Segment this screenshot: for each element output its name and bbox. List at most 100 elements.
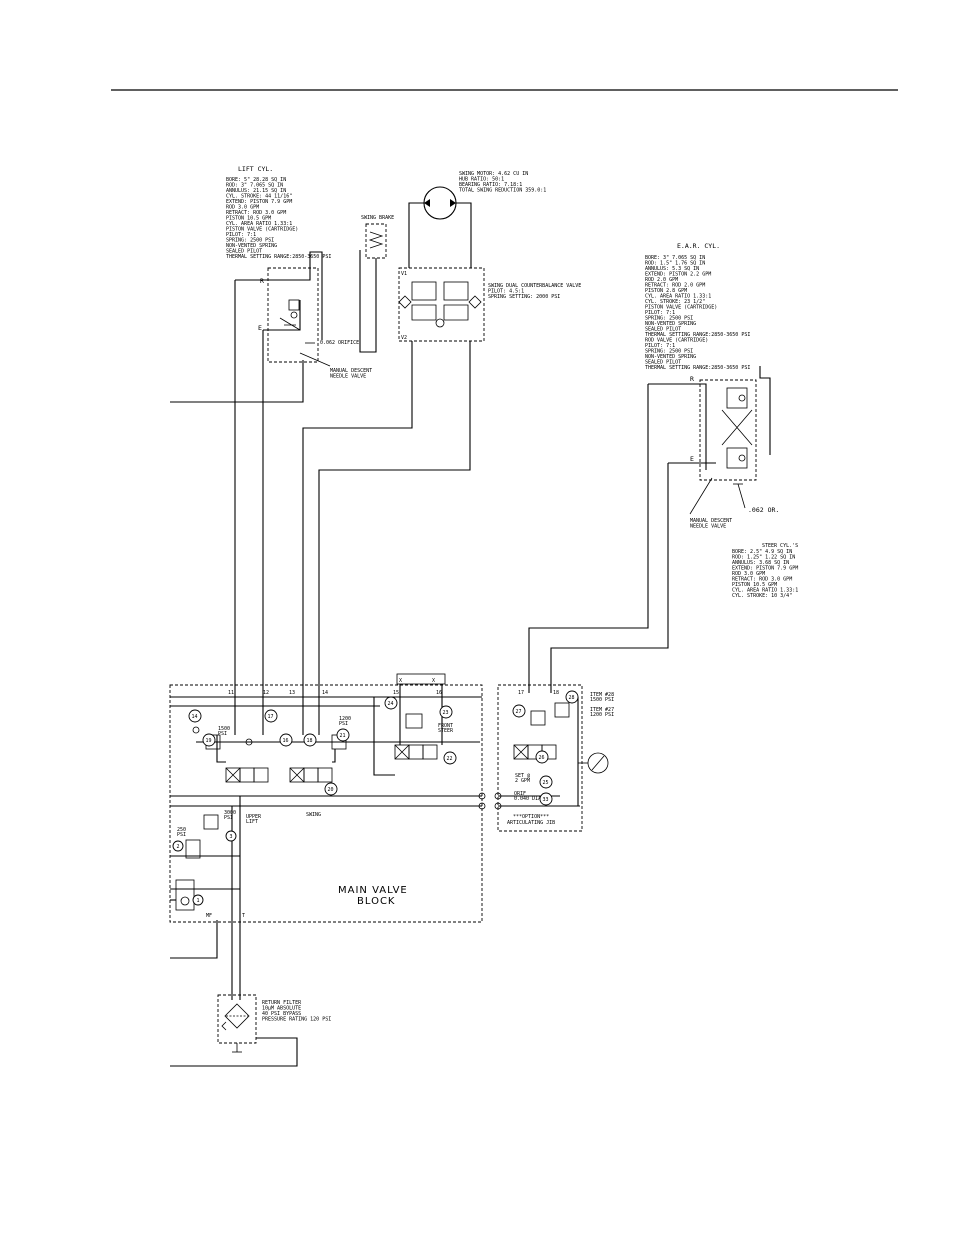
jib-relief-27 [530, 710, 546, 726]
return-filter-group: RETURN FILTER 10μM ABSOLUTE 40 PSI BYPAS… [170, 994, 331, 1067]
front-steer-spool-b [408, 744, 424, 760]
upper-lift-label: UPPER [246, 814, 262, 820]
lift-port-e: E [258, 324, 262, 332]
ear-spec-line: CYL. AREA RATIO 1.33:1 [645, 294, 711, 300]
swing-spool-cross [289, 767, 305, 783]
ear-spec-line: ROD: 1.5" 1.76 SQ IN [645, 261, 705, 267]
psi-250-unit: PSI [177, 832, 186, 838]
ear-holding-valve-box [699, 379, 757, 481]
callout-23: 23 [443, 710, 449, 716]
jib-spool-cross [513, 744, 529, 760]
front-steer-spool-c [422, 744, 438, 760]
steer-spec-line: EXTEND: PISTON 7.9 GPM [732, 566, 798, 572]
main-valve-block-boundary [169, 684, 483, 923]
swing-cb-spec-line: PILOT: 4.5:1 [488, 289, 524, 295]
steer-spec-line: ROD: 1.25" 1.22 SQ IN [732, 555, 795, 561]
callout-3-circle [225, 830, 237, 842]
lift-spec-line: ROD 3.0 GPM [226, 205, 259, 211]
port-12-label: 12 [263, 690, 269, 696]
lift-check-ball [290, 311, 298, 319]
swing-cb-cartridges-lower [411, 304, 469, 321]
ear-spec-line: CYL. STROKE: 23 1/2" [645, 299, 705, 305]
ear-rod-valve [726, 387, 748, 409]
swing-spec-line: BEARING RATIO: 7.18:1 [459, 182, 522, 188]
lift-cyl-line-r [235, 251, 323, 340]
return-filter-spec: PRESSURE RATING 120 PSI [262, 1017, 331, 1023]
callout-24-circle [384, 696, 398, 710]
callout-19: 19 [206, 738, 212, 744]
steer-spec-line: PISTON 10.5 GPM [732, 582, 777, 588]
swing-line-to-valve-a [302, 341, 413, 735]
psi-250-label: 250 [177, 827, 186, 833]
ear-needle-leader [689, 477, 713, 515]
lift-spec-line: PILOT: 7:1 [226, 232, 256, 238]
callout-16-circle [279, 733, 293, 747]
swing-group: SWING MOTOR: 4.62 CU IN HUB RATIO: 50:1 … [302, 171, 581, 735]
return-filter-spec: 10μM ABSOLUTE [262, 1006, 301, 1012]
swing-brake-spring [368, 231, 384, 249]
port-15-label: 15 [393, 690, 399, 696]
swing-motor-line-b [456, 202, 472, 268]
relief-1200-unit: PSI [339, 721, 348, 727]
callout-2: 2 [177, 844, 180, 850]
ear-spec-line: RETRACT: ROD 2.0 GPM [645, 283, 705, 289]
return-filter-spec: RETURN FILTER [262, 1000, 302, 1006]
inlet-check-valve [175, 879, 195, 911]
steer-cyl-title: STEER CYL.'S [762, 543, 798, 549]
swing-cb-spec-line: SWING DUAL COUNTERBALANCE VALVE [488, 283, 581, 289]
lift-relief-link [216, 735, 226, 763]
ear-cyl-lines [759, 366, 771, 455]
mf-external-line [170, 920, 218, 959]
callout-1: 1 [197, 898, 200, 904]
lift-spec-line: ANNULUS: 21.15 SQ IN [226, 188, 286, 194]
swing-relief-link [332, 749, 336, 763]
callout-26-circle [535, 750, 549, 764]
front-steer-caps [396, 673, 446, 685]
jib-port-17: 17 [518, 690, 524, 696]
jib-option-title: ARTICULATING JIB [507, 820, 555, 826]
lift-needle-valve-symbol [279, 317, 301, 331]
lift-cyl-line-e [263, 300, 301, 331]
callouts: 1 2 3 14 16 17 18 19 20 21 22 23 24 25 2… [172, 690, 579, 906]
lift-spec-line: SEALED PILOT [226, 249, 262, 255]
ear-line-r [648, 383, 707, 470]
lift-needle-leader [299, 352, 331, 367]
callout-18-circle [303, 733, 317, 747]
front-steer-feed [373, 697, 395, 776]
ear-spec-line: ANNULUS: 5.3 SQ IN [645, 266, 699, 272]
ear-orifice-leader [737, 483, 746, 509]
callout-33-circle [539, 792, 553, 806]
return-filter-spec: 40 PSI BYPASS [262, 1011, 301, 1017]
jib-orifice-label: ORIF [514, 791, 526, 797]
port-13-label: 13 [289, 690, 295, 696]
callout-21: 21 [340, 733, 346, 739]
lift-spec-line: BORE: 5" 28.28 SQ IN [226, 177, 286, 183]
lift-cyl-title: LIFT CYL. [238, 165, 273, 173]
ear-to-jib-line-2 [550, 463, 669, 693]
main-block-port-right-2 [478, 802, 486, 810]
jib-port-left-1 [494, 792, 502, 800]
steer-cap-x-2: X [432, 678, 435, 684]
ear-needle-label: MANUAL DESCENT [690, 518, 732, 524]
callout-3: 3 [230, 834, 233, 840]
ear-port-e: E [690, 455, 694, 463]
callout-17: 17 [268, 714, 274, 720]
ear-spec-line: BORE: 3" 7.065 SQ IN [645, 255, 705, 261]
steer-spec-line: ANNULUS: 3.68 SQ IN [732, 560, 789, 566]
ear-spec-line: EXTEND: PISTON 2.2 GPM [645, 272, 711, 278]
front-steer-spool-cross [394, 744, 410, 760]
ear-to-jib-line-1 [528, 384, 649, 693]
steer-spec-line: CYL. STROKE: 10 3/4" [732, 593, 792, 599]
callout-33: 33 [543, 797, 549, 803]
ear-spec-line: THERMAL SETTING RANGE:2850-3650 PSI [645, 332, 750, 338]
jib-block-boundary [497, 684, 583, 832]
callout-24: 24 [388, 701, 394, 707]
steer-cap-x-1: X [399, 678, 402, 684]
jib-relief-28 [554, 702, 570, 718]
callout-26: 26 [539, 755, 545, 761]
ear-spec-line: PISTON 2.8 GPM [645, 288, 687, 294]
lift-spec-line: EXTEND: PISTON 7.9 GPM [226, 199, 292, 205]
callout-14-circle [188, 709, 202, 723]
item-28-psi: 1500 PSI [590, 697, 614, 703]
